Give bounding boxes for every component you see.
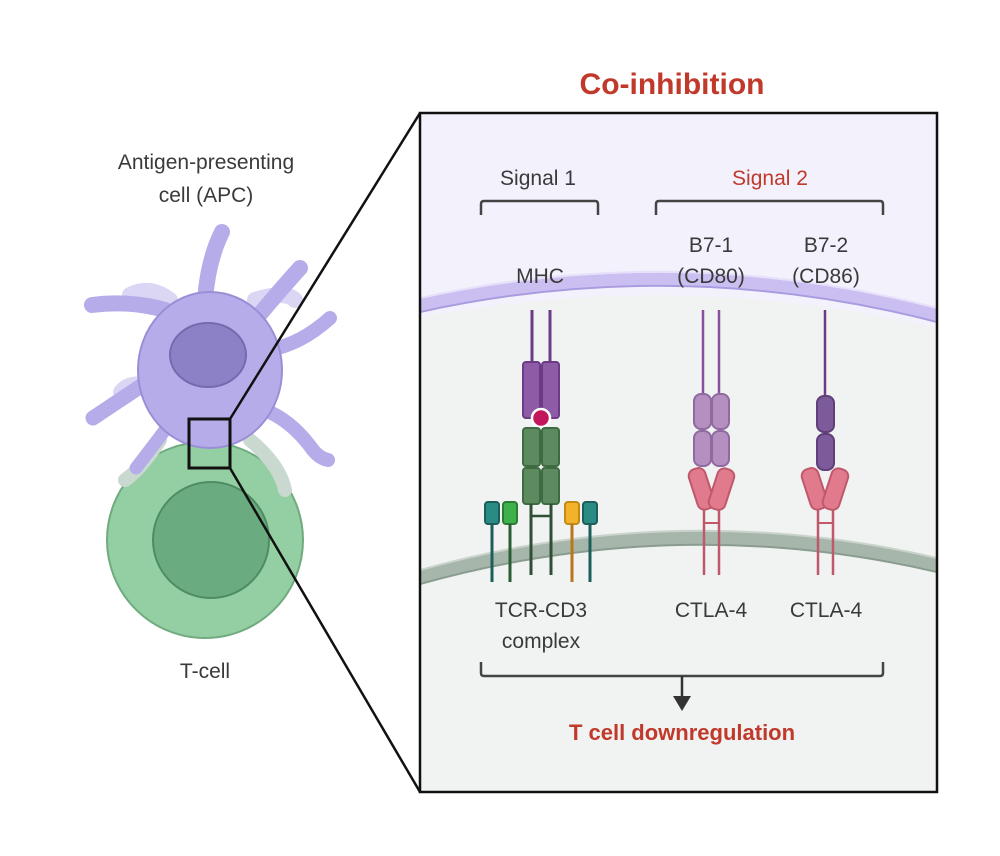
zoom-line-bottom [228,467,422,793]
t-cell [106,441,304,639]
tcr-label-line1: TCR-CD3 [495,599,587,622]
apc-label-line1: Antigen-presenting [118,151,294,174]
tcr-label-line2: complex [502,630,581,653]
apc-label-line2: cell (APC) [159,184,254,207]
b7-1-molecule [693,310,730,467]
tcr-molecule [522,427,560,575]
zoom-line-top [228,112,422,420]
b72-label-line2: (CD86) [792,265,860,288]
b7-2-molecule [816,310,835,471]
b71-label-line1: B7-1 [689,234,733,257]
signal2-bracket [654,199,885,215]
page-title: Co-inhibition [580,68,765,101]
ctla4-molecule-1 [687,467,736,575]
signal1-label: Signal 1 [500,167,576,190]
signal1-bracket [479,199,600,215]
antigen-presenting-cell [84,224,337,497]
detail-panel [418,111,939,794]
ctla4-molecule-2 [800,467,850,575]
signal2-label: Signal 2 [732,167,808,190]
antigen-peptide [530,407,552,429]
b72-label-line1: B7-2 [804,234,848,257]
tcell-label: T-cell [180,660,230,683]
mhc-molecule [522,310,560,419]
mhc-label: MHC [516,265,564,288]
outcome-arrow-head [673,696,691,711]
b71-label-line2: (CD80) [677,265,745,288]
ctla4-label-1: CTLA-4 [675,599,748,622]
zoom-box [187,417,232,470]
outcome-label: T cell downregulation [569,720,795,745]
ctla4-label-2: CTLA-4 [790,599,863,622]
cd3-chains [484,501,598,582]
